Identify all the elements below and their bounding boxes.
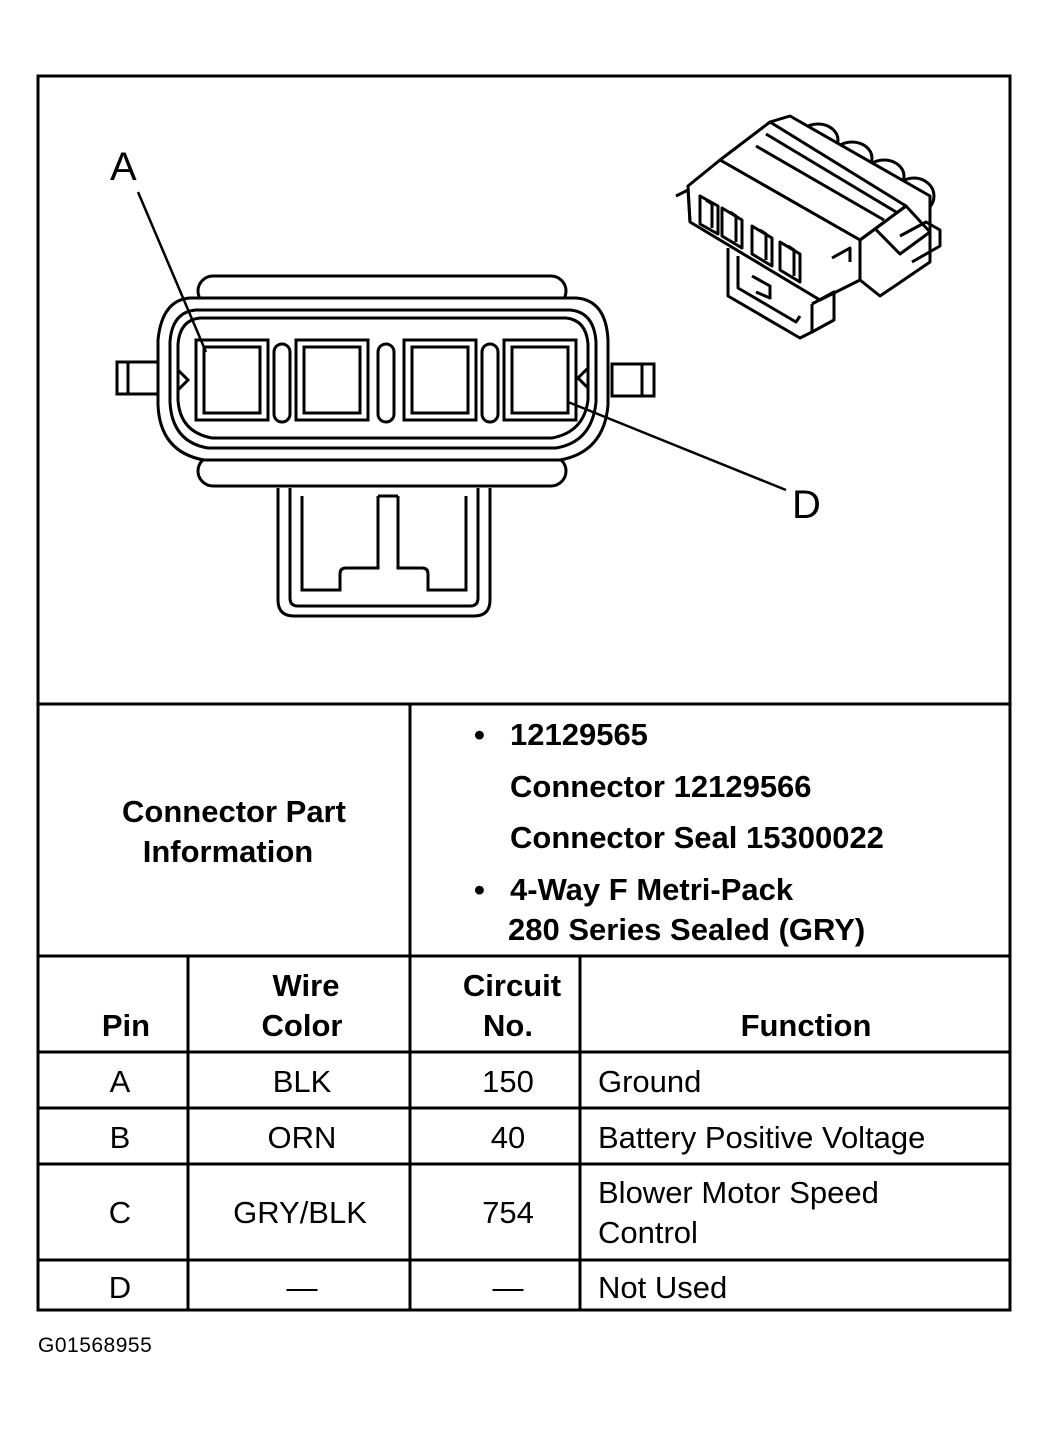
cell-circuit: — <box>493 1270 524 1305</box>
callout-d-label: D <box>792 483 821 527</box>
header-pin: Pin <box>102 1008 150 1043</box>
cell-pin: C <box>109 1195 131 1230</box>
part-info-item: 12129565 <box>510 717 648 752</box>
callout-d-leader <box>567 400 787 492</box>
part-info-bullet: • <box>474 717 485 752</box>
cell-wire-color: — <box>287 1270 318 1305</box>
cell-function: Not Used <box>598 1270 727 1305</box>
part-info-item: 280 Series Sealed (GRY) <box>508 912 865 947</box>
part-info-label-line1: Connector Part <box>122 794 346 829</box>
cell-wire-color: ORN <box>268 1120 337 1155</box>
connector-isometric-sketch <box>675 114 942 340</box>
outer-frame <box>36 74 1012 1312</box>
cell-pin: A <box>110 1064 131 1099</box>
cell-pin: D <box>109 1270 131 1305</box>
part-info-item: Connector Seal 15300022 <box>510 820 884 855</box>
header-circuit: Circuit <box>463 968 561 1003</box>
cell-wire-color: GRY/BLK <box>233 1195 367 1230</box>
header-function: Function <box>741 1008 872 1043</box>
cell-circuit: 40 <box>491 1120 525 1155</box>
header-wire-color: Wire <box>273 968 340 1003</box>
part-info-item: Connector 12129566 <box>510 769 812 804</box>
connector-face-drawing <box>115 274 656 618</box>
cell-circuit: 150 <box>482 1064 534 1099</box>
cell-function: Battery Positive Voltage <box>598 1120 925 1155</box>
callout-a-label: A <box>110 145 137 189</box>
part-info-label-line2: Information <box>143 834 314 869</box>
cell-function: Blower Motor Speed <box>598 1175 879 1210</box>
part-info-bullet: • <box>474 872 485 907</box>
callout-a-leader <box>136 191 208 353</box>
cell-wire-color: BLK <box>273 1064 332 1099</box>
figure-id: G01568955 <box>38 1334 153 1357</box>
part-info-item: 4-Way F Metri-Pack <box>510 872 794 907</box>
header-wire-color: Color <box>262 1008 343 1043</box>
cell-function: Ground <box>598 1064 701 1099</box>
cell-pin: B <box>110 1120 131 1155</box>
cell-function: Control <box>598 1215 698 1250</box>
header-circuit: No. <box>483 1008 533 1043</box>
cell-circuit: 754 <box>482 1195 534 1230</box>
